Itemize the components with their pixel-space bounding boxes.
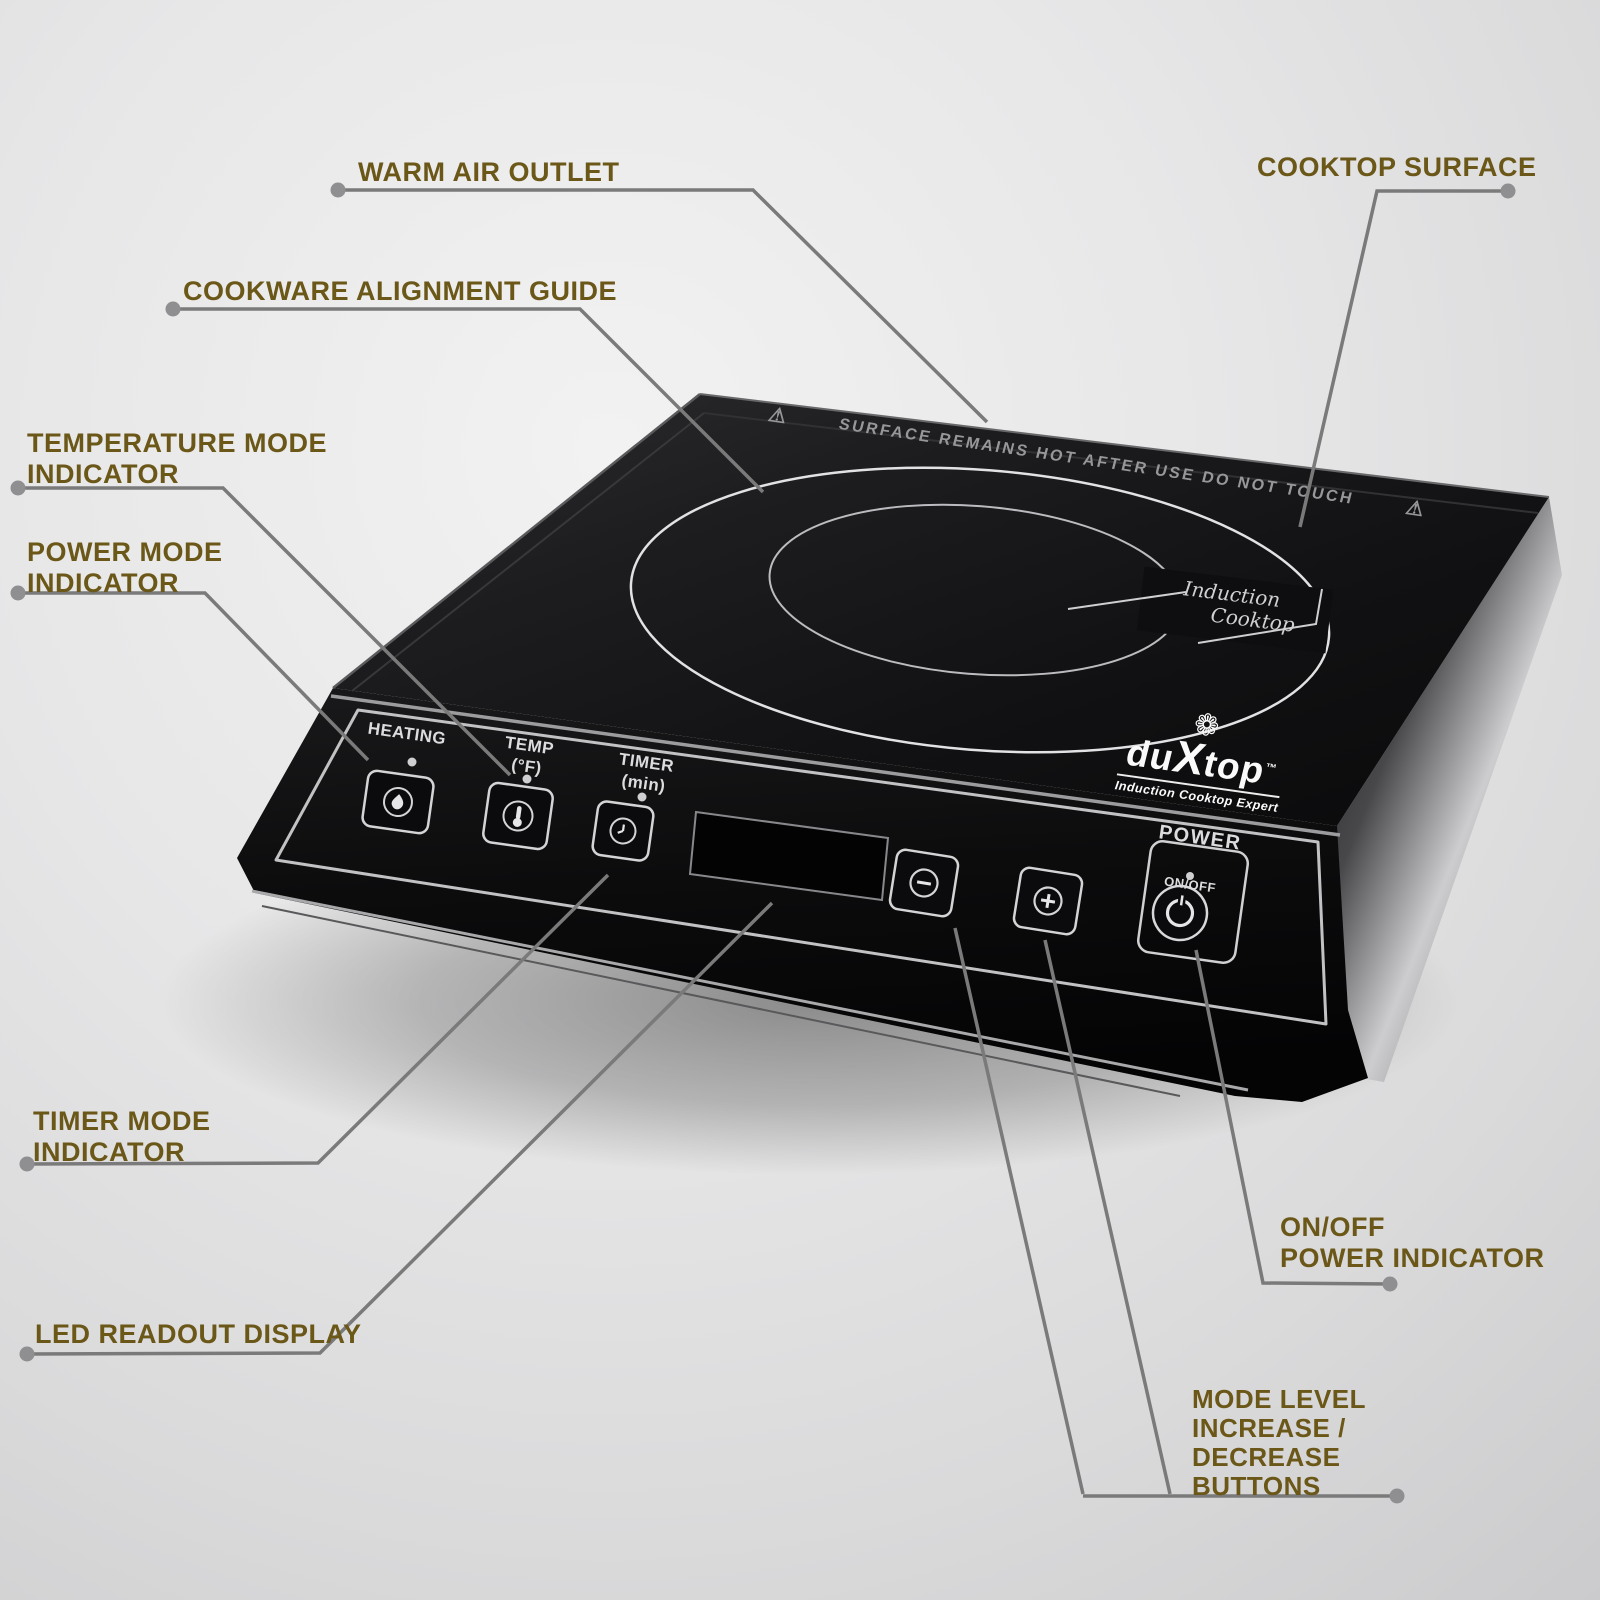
leader-temperature-mode-indicator (18, 486, 512, 777)
callout-line: COOKTOP SURFACE (1257, 152, 1537, 182)
power-icon (1177, 892, 1187, 909)
thermometer-icon (502, 800, 534, 832)
clock-icon (617, 829, 624, 834)
callout-line: TEMPERATURE MODE (27, 428, 328, 458)
led-display (688, 810, 890, 902)
flame-icon (391, 794, 404, 810)
minus-icon (916, 880, 932, 886)
base-rail-highlight (251, 889, 1249, 1092)
heating-button[interactable] (361, 769, 435, 835)
plus-icon (1045, 893, 1051, 909)
leader-dot (1389, 1488, 1405, 1504)
callout-line: ON/OFF (1280, 1212, 1385, 1242)
leader-dot (10, 480, 26, 496)
callout-cooktop-surface: COOKTOP SURFACE (1257, 152, 1537, 183)
clock-icon (609, 817, 637, 845)
power-group-outline (1136, 840, 1250, 964)
callout-timer-mode-indicator: TIMER MODE INDICATOR (33, 1106, 211, 1169)
leader-increase-button (1043, 939, 1172, 1495)
thermometer-icon (515, 806, 522, 820)
inner-bevel-right (703, 412, 1539, 514)
panel-frame (274, 708, 1328, 1026)
leader-power-mode-indicator (18, 591, 370, 762)
leader-timer-mode-indicator (26, 873, 610, 1166)
back-right-edge (699, 393, 1550, 498)
outer-cooking-zone-circle (629, 466, 1331, 754)
callout-on-off-power-indicator: ON/OFF POWER INDICATOR (1280, 1212, 1545, 1275)
leader-cooktop-surface (1298, 189, 1508, 528)
plus-icon (1033, 886, 1063, 916)
leader-dot (19, 1346, 35, 1362)
leader-warm-air-outlet (338, 188, 989, 424)
leader-dot (330, 182, 346, 198)
callout-led-readout-display: LED READOUT DISPLAY (35, 1319, 362, 1350)
clock-icon (621, 824, 625, 832)
temp-indicator-light (522, 774, 532, 784)
callout-power-mode-indicator: POWER MODE INDICATOR (27, 537, 223, 600)
callout-line: LED READOUT DISPLAY (35, 1319, 362, 1349)
base-rail-lower (261, 905, 1181, 1097)
script-rule-left (1067, 591, 1187, 610)
callout-line: COOKWARE ALIGNMENT GUIDE (183, 276, 617, 306)
callout-line: WARM AIR OUTLET (358, 157, 620, 187)
increase-button[interactable] (1012, 866, 1084, 936)
leader-cookware-alignment-guide (173, 307, 765, 494)
heating-indicator-light (407, 757, 417, 767)
callout-line: DECREASE (1192, 1442, 1341, 1473)
inner-bevel-left (351, 412, 705, 692)
decrease-button[interactable] (888, 848, 960, 918)
script-backdrop (1136, 566, 1334, 654)
leader-dot (1500, 183, 1516, 199)
onoff-indicator-light (1186, 872, 1194, 880)
callout-temperature-mode-indicator: TEMPERATURE MODE INDICATOR (27, 428, 327, 491)
minus-icon (909, 868, 939, 898)
right-side-face (1326, 497, 1562, 1082)
callout-cookware-alignment-guide: COOKWARE ALIGNMENT GUIDE (183, 276, 617, 307)
back-left-edge (332, 393, 701, 689)
callout-line: INDICATOR (27, 568, 179, 599)
thermometer-icon (512, 817, 522, 827)
leader-dot (1382, 1276, 1398, 1292)
leader-dot (10, 585, 26, 601)
leader-decrease-button (953, 927, 1085, 1495)
power-button[interactable] (1150, 883, 1211, 944)
leader-dot (19, 1156, 35, 1172)
callout-mode-level-buttons: MODE LEVEL INCREASE / DECREASE BUTTONS (1192, 1384, 1367, 1502)
callout-line: TIMER MODE (33, 1106, 211, 1136)
leader-dot (165, 301, 181, 317)
front-rim-highlight (330, 694, 1341, 837)
callout-line: MODE LEVEL (1192, 1384, 1367, 1414)
flame-icon (383, 787, 413, 817)
timer-button[interactable] (591, 800, 655, 862)
script-rule-corner (1197, 588, 1323, 644)
temp-button[interactable] (482, 781, 554, 851)
callout-line: INCREASE / (1192, 1413, 1346, 1444)
callout-line: BUTTONS (1192, 1471, 1321, 1502)
callout-line: INDICATOR (27, 459, 179, 490)
leader-on-off-power-indicator (1194, 949, 1391, 1286)
callout-line: INDICATOR (33, 1137, 185, 1168)
callout-warm-air-outlet: WARM AIR OUTLET (358, 157, 619, 188)
callout-line: POWER MODE (27, 537, 223, 567)
callout-line: POWER INDICATOR (1280, 1243, 1545, 1274)
leader-led-readout-display (26, 901, 774, 1356)
timer-indicator-light (637, 792, 647, 802)
